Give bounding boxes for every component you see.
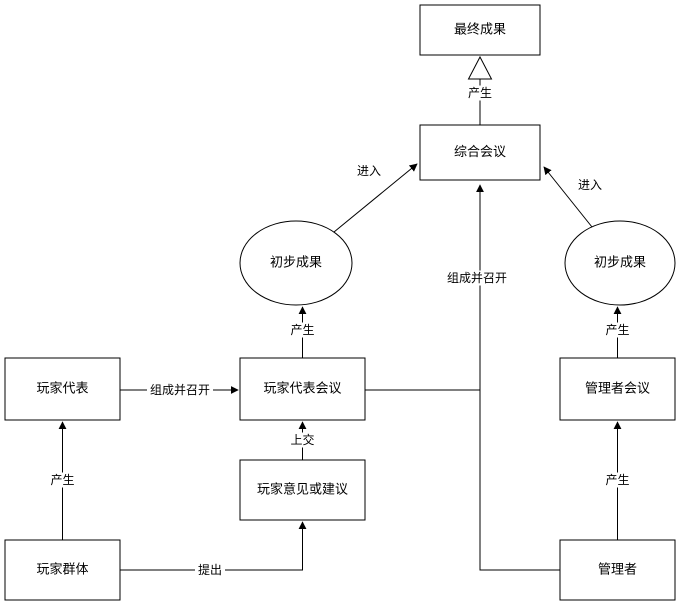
node-shape [239, 357, 366, 421]
node-label: 初步成果 [270, 256, 322, 271]
node-label: 玩家代表 [36, 381, 88, 397]
node-shape [559, 539, 676, 601]
node-shape [419, 124, 541, 181]
node-comprehensive-meeting: 综合会议 [419, 124, 541, 181]
edge-propose [120, 521, 307, 571]
node-label: 最终成果 [454, 22, 506, 38]
edge-label-text: 产生 [290, 323, 314, 337]
label-bg [287, 322, 318, 338]
edge-label-text: 提出 [198, 562, 222, 577]
node-manager-meeting: 管理者会议 [559, 357, 676, 421]
node-shape [559, 357, 676, 421]
edge-label-text: 组成并召开 [150, 383, 210, 397]
label-bg [354, 163, 384, 179]
node-player-representative: 玩家代表 [4, 357, 121, 421]
edge-label-text: 进入 [578, 178, 602, 192]
node-shape [239, 459, 366, 521]
node-label: 玩家群体 [36, 562, 88, 578]
edge-form-convene-mid [476, 184, 560, 571]
node-preliminary-result-left: 初步成果 [239, 220, 353, 306]
node-final-result: 最终成果 [419, 4, 541, 56]
node-shape [419, 4, 541, 56]
label-bg [287, 432, 318, 448]
label-bg [602, 322, 633, 338]
node-label: 管理者 [598, 563, 637, 578]
edge-label-text: 组成并召开 [447, 271, 507, 285]
node-preliminary-result-right: 初步成果 [564, 220, 676, 306]
edge-label-text: 进入 [357, 164, 381, 178]
edge-label-text: 产生 [605, 473, 629, 487]
edge-enter-left [333, 163, 418, 233]
edge-label-produce-bottom-right: 产生 [602, 472, 633, 488]
node-label: 管理者会议 [585, 382, 650, 397]
edge-label-produce-left-mid: 产生 [287, 322, 318, 338]
node-shape [4, 357, 121, 421]
node-label: 综合会议 [454, 145, 506, 160]
node-shape [239, 220, 353, 306]
edge-label-produce-right-mid: 产生 [602, 322, 633, 338]
node-shape [4, 539, 121, 601]
block-arrow-up-icon [467, 55, 493, 80]
edge-label-propose: 提出 [195, 562, 225, 578]
edge-label-text: 产生 [50, 473, 74, 487]
label-bg [465, 85, 495, 101]
node-shape [564, 220, 676, 306]
node-label: 玩家代表会议 [263, 381, 341, 397]
nodes: 最终成果 综合会议 初步成果 初步成果 玩家代表 玩家代表会议 管理者会议 玩 [4, 4, 676, 601]
edge-label-submit: 上交 [287, 432, 318, 448]
node-player-opinion: 玩家意见或建议 [239, 459, 366, 521]
edge-label-text: 产生 [605, 323, 629, 337]
edge-label-produce-bottom-left: 产生 [47, 472, 78, 488]
label-bg [575, 177, 605, 193]
edge-label-text: 上交 [290, 432, 314, 447]
node-player-group: 玩家群体 [4, 539, 121, 601]
edge-label-form-convene-mid: 组成并召开 [444, 270, 510, 286]
node-label: 初步成果 [594, 256, 646, 271]
label-bg [444, 270, 510, 286]
edge-labels: 产生 进入 进入 组成并召开 产生 产生 组成并召开 上交 [47, 85, 633, 578]
label-bg [195, 562, 225, 578]
label-bg [147, 382, 213, 398]
edge-label-enter-left: 进入 [354, 163, 384, 179]
label-bg [47, 472, 78, 488]
label-bg [602, 472, 633, 488]
node-manager: 管理者 [559, 539, 676, 601]
edge-label-enter-right: 进入 [575, 177, 605, 193]
edge-label-text: 产生 [468, 86, 492, 100]
edge-enter-right [543, 166, 593, 228]
edge-label-form-convene-left: 组成并召开 [147, 382, 213, 398]
edge-label-produce-top: 产生 [465, 85, 495, 101]
edges [58, 55, 622, 571]
node-label: 玩家意见或建议 [257, 482, 348, 498]
node-player-representative-meeting: 玩家代表会议 [239, 357, 366, 421]
